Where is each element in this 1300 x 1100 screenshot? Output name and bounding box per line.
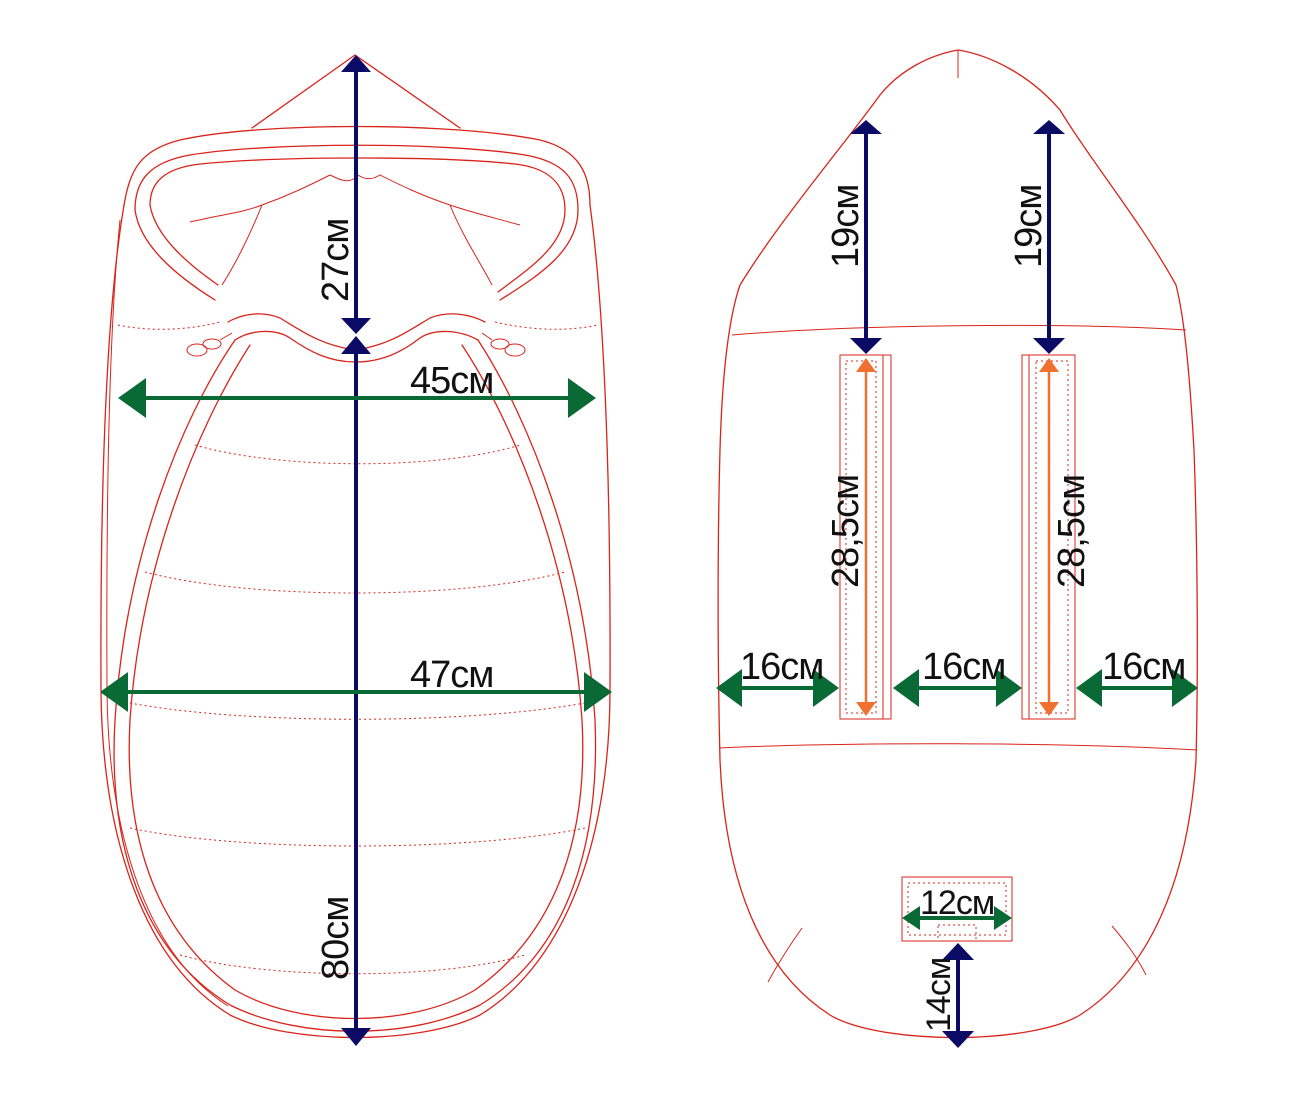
lower-width-arrowhead-right: [584, 672, 612, 712]
right-strap: [1021, 354, 1076, 720]
front-hood-opening-left: [149, 204, 219, 286]
gap-right-label: 16см: [1102, 646, 1185, 688]
patch-offset-arrowhead-bottom: [942, 1031, 974, 1048]
front-quilt-line-1: [117, 321, 221, 330]
lower-width-arrowhead-left: [100, 672, 128, 712]
total-length-arrowhead-top: [341, 336, 371, 354]
left-strap: [839, 354, 892, 720]
lower-width-label: 47см: [410, 654, 493, 696]
front-hood-rim-left: [134, 209, 216, 301]
front-hood-rim-inner: [134, 144, 579, 301]
gap-right-arrowhead-left: [1076, 669, 1102, 707]
patch-width-arrowhead-right: [994, 906, 1012, 930]
front-collar-left-drop: [221, 204, 263, 286]
left-strap-offset-arrowhead-top: [850, 120, 882, 134]
right-strap-offset-arrowhead-top: [1033, 120, 1065, 134]
right-strap-offset-arrowhead-bottom: [1033, 338, 1065, 354]
patch-width-arrowhead-left: [902, 906, 920, 930]
front-drawstring-right: [481, 332, 526, 357]
left-strap-length-arrowhead-bottom: [856, 702, 876, 716]
left-strap-offset-label: 19см: [825, 185, 867, 268]
gap-middle-label: 16см: [922, 646, 1005, 688]
right-strap-length-arrowhead-bottom: [1039, 702, 1059, 716]
front-quilt-line-3: [194, 444, 521, 465]
right-strap-offset-label: 19см: [1008, 185, 1050, 268]
front-hood-point: [251, 54, 461, 129]
front-dimensions: 27см 80см 45см 47см: [100, 55, 612, 1046]
patch-offset-label: 14см: [920, 958, 958, 1032]
back-foot-left: [767, 927, 803, 983]
total-length-arrowhead-bottom: [341, 1028, 371, 1046]
back-lower-seam: [718, 743, 1198, 751]
gap-left-arrowhead-right: [813, 669, 839, 707]
hood-length-arrowhead-bottom: [341, 318, 371, 334]
right-strap-length-label: 28,5см: [1051, 475, 1093, 588]
left-strap-length-arrowhead-top: [856, 358, 876, 372]
gap-right-arrowhead-right: [1172, 669, 1198, 707]
front-outer-body-inner: [106, 219, 229, 1007]
right-strap-length-arrowhead-top: [1039, 358, 1059, 372]
front-drawstring-left: [186, 332, 233, 357]
gap-middle-arrowhead-left: [893, 669, 919, 707]
total-length-label: 80см: [315, 897, 357, 980]
hood-length-arrowhead-top: [341, 55, 371, 72]
gap-middle-arrowhead-right: [996, 669, 1022, 707]
gap-left-label: 16см: [740, 646, 823, 688]
gap-left-arrowhead-left: [716, 669, 742, 707]
back-foot-right: [1111, 925, 1147, 976]
bottom-patch: [901, 876, 1013, 942]
upper-width-arrowhead-left: [118, 378, 146, 418]
patch-width-label: 12см: [920, 884, 994, 922]
back-dimensions: 19см 19см 28,5см 28,5см 16см 16см 16см 1…: [716, 120, 1198, 1048]
hood-length-label: 27см: [315, 219, 357, 302]
front-quilt-line-2: [494, 321, 599, 330]
front-collar-right-drop: [449, 204, 493, 286]
left-strap-length-label: 28,5см: [825, 475, 867, 588]
patch-offset-arrowhead-top: [942, 943, 974, 960]
back-upper-seam: [731, 324, 1187, 336]
front-hood-opening: [149, 157, 566, 293]
upper-width-arrowhead-right: [568, 378, 596, 418]
upper-width-label: 45см: [410, 360, 493, 402]
left-strap-offset-arrowhead-bottom: [850, 338, 882, 354]
